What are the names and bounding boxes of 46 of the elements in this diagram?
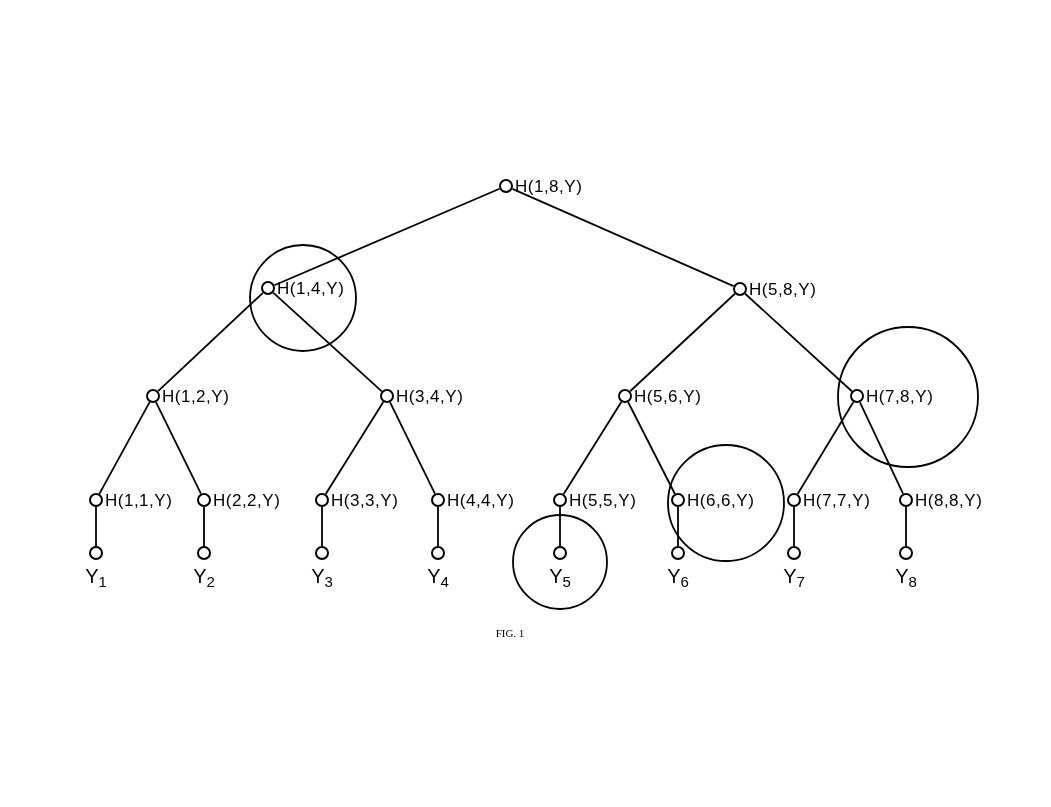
node-label: H(5,8,Y) (749, 280, 817, 298)
connector-line (905, 506, 907, 547)
node-label: Y$_{1}$ (85, 566, 107, 586)
connector-line (203, 506, 205, 547)
node-label: Y$_{8}$ (895, 566, 917, 586)
connector-line (324, 401, 385, 495)
connector-line (321, 506, 323, 547)
node-label: H(7,8,Y) (866, 387, 934, 405)
node-label: Y$_{4}$ (427, 566, 449, 586)
node-label: Y$_{6}$ (667, 566, 689, 586)
connector-line (744, 292, 853, 393)
node-label: H(6,6,Y) (687, 491, 755, 509)
connector-line (859, 401, 904, 495)
node-label: H(3,3,Y) (331, 491, 399, 509)
node-label: H(1,2,Y) (162, 387, 230, 405)
connector-line (627, 401, 676, 495)
node-label: Y$_{7}$ (783, 566, 805, 586)
node-label: Y$_{3}$ (311, 566, 333, 586)
connector-line (677, 506, 679, 547)
connector-line (273, 187, 501, 287)
figure-caption: FIG. 1 (494, 626, 526, 641)
connector-line (796, 401, 855, 495)
connector-line (437, 506, 439, 547)
node-label: H(5,6,Y) (634, 387, 702, 405)
node-label: Y$_{2}$ (193, 566, 215, 586)
node-label: H(2,2,Y) (213, 491, 281, 509)
connector-line (511, 187, 735, 288)
connector-line (98, 401, 151, 495)
node-label: H(7,7,Y) (803, 491, 871, 509)
node-label: H(1,4,Y) (277, 279, 345, 297)
node-label: H(8,8,Y) (915, 491, 983, 509)
node-label: H(1,1,Y) (105, 491, 173, 509)
node-label: H(1,8,Y) (515, 177, 583, 195)
node-label: H(3,4,Y) (396, 387, 464, 405)
node-label: Y$_{5}$ (549, 566, 571, 586)
connector-line (559, 506, 561, 547)
connector-line (562, 401, 623, 495)
connector-line (389, 401, 436, 495)
connector-line (95, 506, 97, 547)
connector-line (793, 506, 795, 547)
connector-line (155, 401, 202, 495)
connector-line (272, 291, 383, 393)
connector-line (629, 292, 736, 393)
connector-line (157, 291, 264, 393)
node-label: H(5,5,Y) (569, 491, 637, 509)
node-label: H(4,4,Y) (447, 491, 515, 509)
